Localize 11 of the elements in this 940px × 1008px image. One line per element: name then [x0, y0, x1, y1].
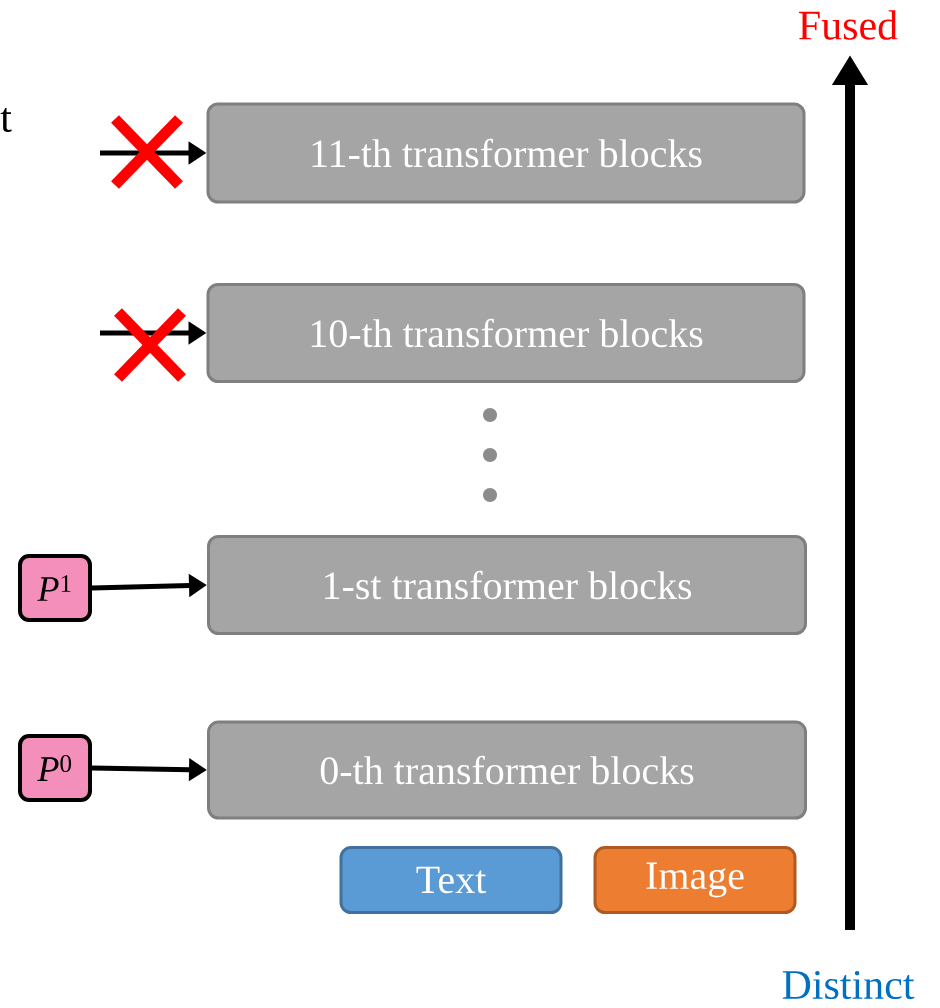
transformer-block: 1-st transformer blocks	[207, 535, 807, 635]
modality-box: Image	[593, 846, 797, 914]
transformer-block: 0-th transformer blocks	[207, 720, 807, 820]
transformer-block: 11-th transformer blocks	[206, 102, 806, 204]
axis-label: Distinct	[782, 970, 915, 1000]
prompt-box: P$^{0}$	[18, 734, 92, 802]
prompt-box: P$^{1}$	[18, 554, 92, 622]
label-text: t	[0, 107, 12, 133]
modality-box: Text	[339, 846, 563, 914]
transformer-block: 10-th transformer blocks	[206, 283, 806, 383]
axis-label: Fused	[799, 10, 898, 40]
